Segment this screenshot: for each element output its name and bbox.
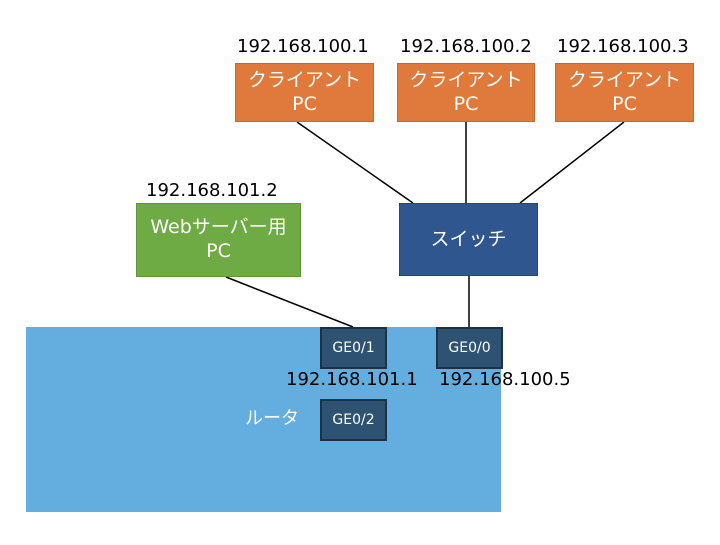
web-server-sublabel: PC bbox=[206, 240, 231, 262]
client-pc-3[interactable]: クライアント PC bbox=[555, 63, 694, 122]
link-webserver-router bbox=[225, 276, 354, 328]
web-server-label: Webサーバー用 bbox=[150, 216, 287, 239]
client-pc-2[interactable]: クライアント PC bbox=[397, 63, 535, 122]
client-pc-1[interactable]: クライアント PC bbox=[235, 63, 374, 122]
client-pc-1-sublabel: PC bbox=[292, 92, 317, 115]
client-pc-1-label: クライアント bbox=[247, 68, 362, 91]
network-switch[interactable]: スイッチ bbox=[399, 203, 538, 276]
port-ge0-1-ip: 192.168.101.1 bbox=[286, 369, 418, 390]
link-client3-switch bbox=[519, 121, 625, 204]
web-server-ip: 192.168.101.2 bbox=[146, 180, 278, 201]
router-label: ルータ bbox=[245, 408, 299, 429]
client-pc-3-sublabel: PC bbox=[612, 92, 637, 115]
web-server-pc[interactable]: Webサーバー用 PC bbox=[136, 203, 301, 277]
client-pc-2-label: クライアント bbox=[409, 68, 523, 91]
client2-ip: 192.168.100.2 bbox=[400, 36, 532, 57]
client3-ip: 192.168.100.3 bbox=[557, 36, 689, 57]
router[interactable] bbox=[26, 327, 501, 512]
client-pc-2-sublabel: PC bbox=[453, 92, 479, 115]
port-ge0-0-ip: 192.168.100.5 bbox=[439, 369, 571, 390]
port-ge0-2[interactable]: GE0/2 bbox=[320, 399, 387, 441]
switch-label: スイッチ bbox=[430, 227, 507, 250]
client-pc-3-label: クライアント bbox=[567, 68, 682, 91]
client1-ip: 192.168.100.1 bbox=[237, 36, 369, 57]
port-ge0-0[interactable]: GE0/0 bbox=[436, 327, 503, 369]
port-ge0-1[interactable]: GE0/1 bbox=[320, 327, 387, 369]
link-client1-switch bbox=[296, 121, 414, 204]
